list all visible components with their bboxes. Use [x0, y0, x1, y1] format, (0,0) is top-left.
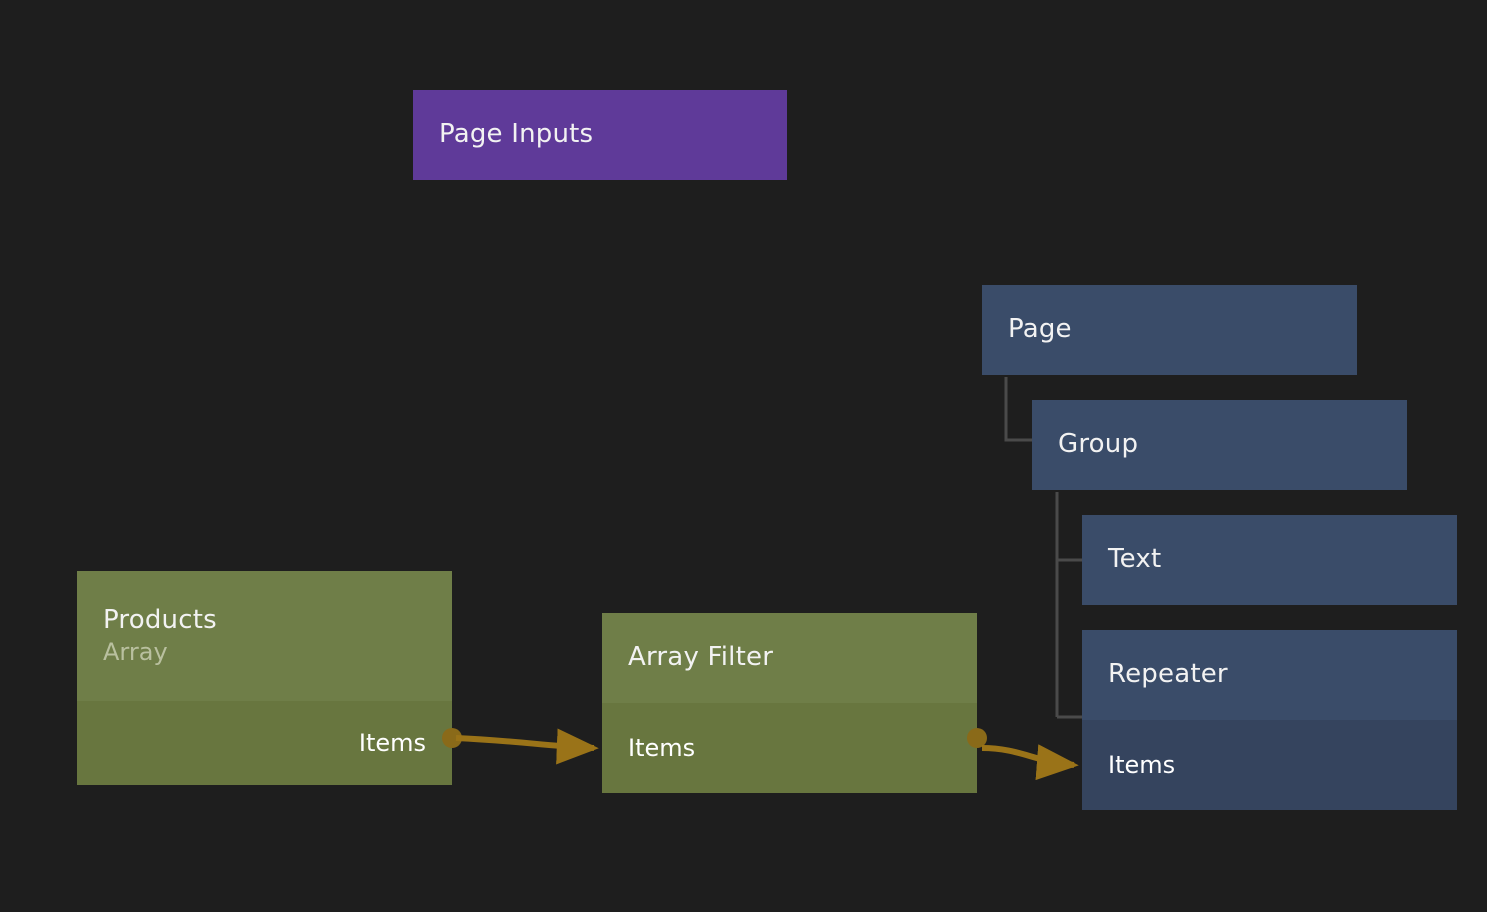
node-products-title: Products: [103, 604, 217, 635]
node-array-filter-header[interactable]: Array Filter: [602, 613, 977, 703]
output-port-products-items[interactable]: [442, 728, 462, 748]
node-products[interactable]: Products Array Items: [77, 571, 462, 785]
port-label-repeater-items: Items: [1108, 751, 1176, 779]
node-page-inputs-header[interactable]: Page Inputs: [413, 90, 787, 180]
node-repeater-body: Items: [1082, 720, 1457, 810]
tree-line-page-group: [1004, 377, 1032, 442]
output-port-array-filter-result[interactable]: [967, 728, 987, 748]
node-array-filter-body: Items: [602, 703, 987, 793]
node-page-inputs-title: Page Inputs: [439, 119, 594, 150]
node-products-type: Array: [103, 637, 168, 666]
port-row-array-filter-items[interactable]: Items: [602, 703, 987, 793]
node-text[interactable]: Text: [1082, 515, 1457, 605]
port-label-products-items: Items: [358, 729, 426, 757]
node-group-title: Group: [1058, 429, 1139, 460]
node-text-header[interactable]: Text: [1082, 515, 1457, 605]
node-page-header[interactable]: Page: [982, 285, 1357, 375]
node-repeater-title: Repeater: [1108, 659, 1228, 690]
node-array-filter[interactable]: Array Filter Items: [602, 613, 987, 793]
node-products-body: Items: [77, 701, 462, 785]
node-products-header[interactable]: Products Array: [77, 571, 452, 701]
node-page-inputs[interactable]: Page Inputs: [413, 90, 787, 180]
node-repeater-header[interactable]: Repeater: [1082, 630, 1457, 720]
node-group[interactable]: Group: [1032, 400, 1407, 490]
node-repeater[interactable]: Repeater Items: [1082, 630, 1457, 810]
node-page[interactable]: Page: [982, 285, 1357, 375]
port-row-repeater-items[interactable]: Items: [1082, 720, 1457, 810]
edge-array-filter-to-repeater: [981, 744, 1079, 781]
port-row-products-items[interactable]: Items: [77, 701, 462, 785]
node-text-title: Text: [1108, 544, 1162, 575]
edge-products-to-array-filter: [455, 728, 599, 765]
port-label-array-filter-items: Items: [628, 734, 696, 762]
node-group-header[interactable]: Group: [1032, 400, 1407, 490]
node-page-title: Page: [1008, 314, 1072, 345]
node-array-filter-title: Array Filter: [628, 642, 774, 673]
